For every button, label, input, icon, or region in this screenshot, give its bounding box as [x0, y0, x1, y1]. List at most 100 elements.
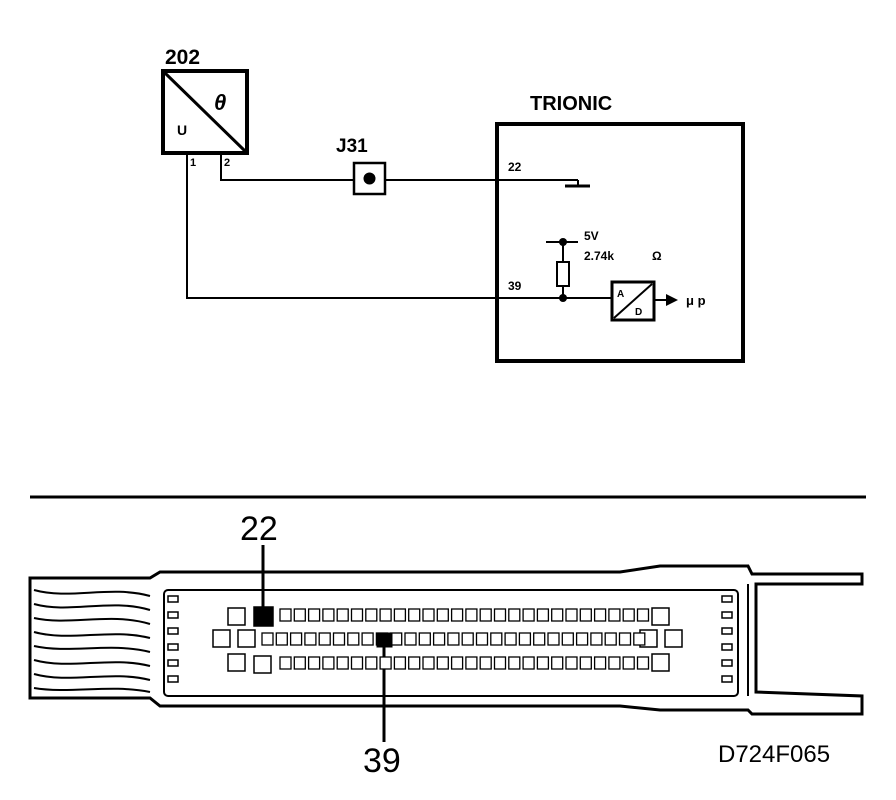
- connector-pin: [604, 632, 617, 646]
- connector-pin: [561, 632, 574, 646]
- connector-pin: [322, 656, 335, 670]
- connector-pin: [479, 656, 492, 670]
- connector-pin: [422, 656, 435, 670]
- diagram-reference-code: D724F065: [718, 741, 830, 768]
- sensor-pin2-label: 2: [224, 157, 230, 169]
- connector-pin: [465, 608, 478, 622]
- connector-pin: [393, 656, 407, 670]
- connector-pin: [293, 608, 306, 622]
- sensor-diagonal: [163, 71, 247, 153]
- connector-pin: [408, 608, 421, 622]
- adc-output-label: μ p: [686, 293, 706, 308]
- connector-pin: [347, 632, 360, 646]
- connector-pin: [493, 608, 507, 622]
- connector-pin: [565, 608, 578, 622]
- connector-pin: [279, 608, 292, 622]
- connector-pin: [379, 608, 392, 622]
- connector-pin: [289, 632, 303, 646]
- connector-pin: [622, 656, 635, 670]
- connector-pin: [508, 656, 521, 670]
- callout-pin22-label: 22: [240, 510, 278, 548]
- connector-pin: [465, 656, 478, 670]
- ecu-title: TRIONIC: [530, 93, 612, 115]
- pin-22: [253, 606, 274, 627]
- resistor-value-label: 2.74k: [584, 249, 614, 263]
- connector-pin: [608, 608, 621, 622]
- connector-pin: [450, 608, 464, 622]
- connector-pin: [261, 632, 274, 646]
- connector-pin: [350, 608, 364, 622]
- connector-pin: [636, 608, 650, 622]
- pullup-resistor: [556, 261, 570, 287]
- connector-pin: [336, 608, 349, 622]
- connector-pin: [493, 656, 507, 670]
- connector-pin: [533, 632, 546, 646]
- sensor-theta-label: θ: [214, 90, 226, 115]
- connector-housing: [163, 589, 739, 697]
- connector-pin: [565, 656, 578, 670]
- connector-pin: [575, 632, 589, 646]
- connector-pin: [461, 632, 474, 646]
- wire-pin1-to-pin39: [186, 153, 612, 299]
- connector-pin: [332, 632, 346, 646]
- connector-pin: [593, 656, 607, 670]
- connector-pin: [307, 608, 321, 622]
- connector-pin: [633, 632, 646, 646]
- connector-pin: [536, 656, 550, 670]
- connector-pin: [404, 632, 417, 646]
- housing-ribs: [167, 595, 733, 683]
- connector-pin: [551, 608, 564, 622]
- connector-pin: [408, 656, 421, 670]
- connector-pin: [536, 608, 550, 622]
- pin-39: [376, 632, 393, 648]
- ecu-pin-ground-label: 22: [508, 160, 522, 174]
- supply-voltage-label: 5V: [584, 229, 599, 243]
- connector-pin: [436, 656, 449, 670]
- connector-pin: [304, 632, 317, 646]
- adc-d-label: D: [635, 307, 642, 318]
- connector-pin: [293, 656, 306, 670]
- sensor-id-label: 202: [165, 46, 200, 69]
- connector-pin: [479, 608, 492, 622]
- junction-box: [352, 161, 387, 196]
- connector-pin: [322, 608, 335, 622]
- ecu-box: [495, 122, 745, 363]
- connector-pin: [418, 632, 431, 646]
- connector-pin: [522, 656, 535, 670]
- connector-pin: [490, 632, 503, 646]
- signal-node-dot: [559, 294, 567, 302]
- connector-pin: [275, 632, 288, 646]
- sensor-box: [161, 69, 249, 155]
- callout-pin39-label: 39: [363, 742, 401, 780]
- connector-pin: [636, 656, 650, 670]
- sensor-pin1-label: 1: [190, 157, 196, 169]
- connector-pin: [318, 632, 331, 646]
- connector-pin: [475, 632, 489, 646]
- connector-pin: [361, 632, 374, 646]
- connector-pin: [447, 632, 460, 646]
- adc-output-arrow: [666, 294, 678, 306]
- connector-pin: [365, 608, 378, 622]
- connector-pin: [551, 656, 564, 670]
- adc-a-label: A: [617, 289, 624, 300]
- connector-pin: [432, 632, 446, 646]
- wire-pin2-to-j31: [220, 153, 354, 181]
- connector-body: [28, 564, 864, 716]
- connector-pin: [518, 632, 532, 646]
- junction-label: J31: [336, 136, 368, 157]
- connector-pin: [622, 608, 635, 622]
- connector-pin: [590, 632, 603, 646]
- connector-pin: [307, 656, 321, 670]
- connector-pin: [579, 656, 592, 670]
- wire-bundle: [33, 589, 151, 693]
- connector-pin: [522, 608, 535, 622]
- connector-pin: [379, 656, 392, 670]
- connector-pin: [547, 632, 560, 646]
- connector-pin: [393, 608, 407, 622]
- connector-pin: [365, 656, 378, 670]
- connector-pin: [336, 656, 349, 670]
- junction-dot: [363, 172, 376, 185]
- connector-pin: [618, 632, 632, 646]
- connector-pin: [593, 608, 607, 622]
